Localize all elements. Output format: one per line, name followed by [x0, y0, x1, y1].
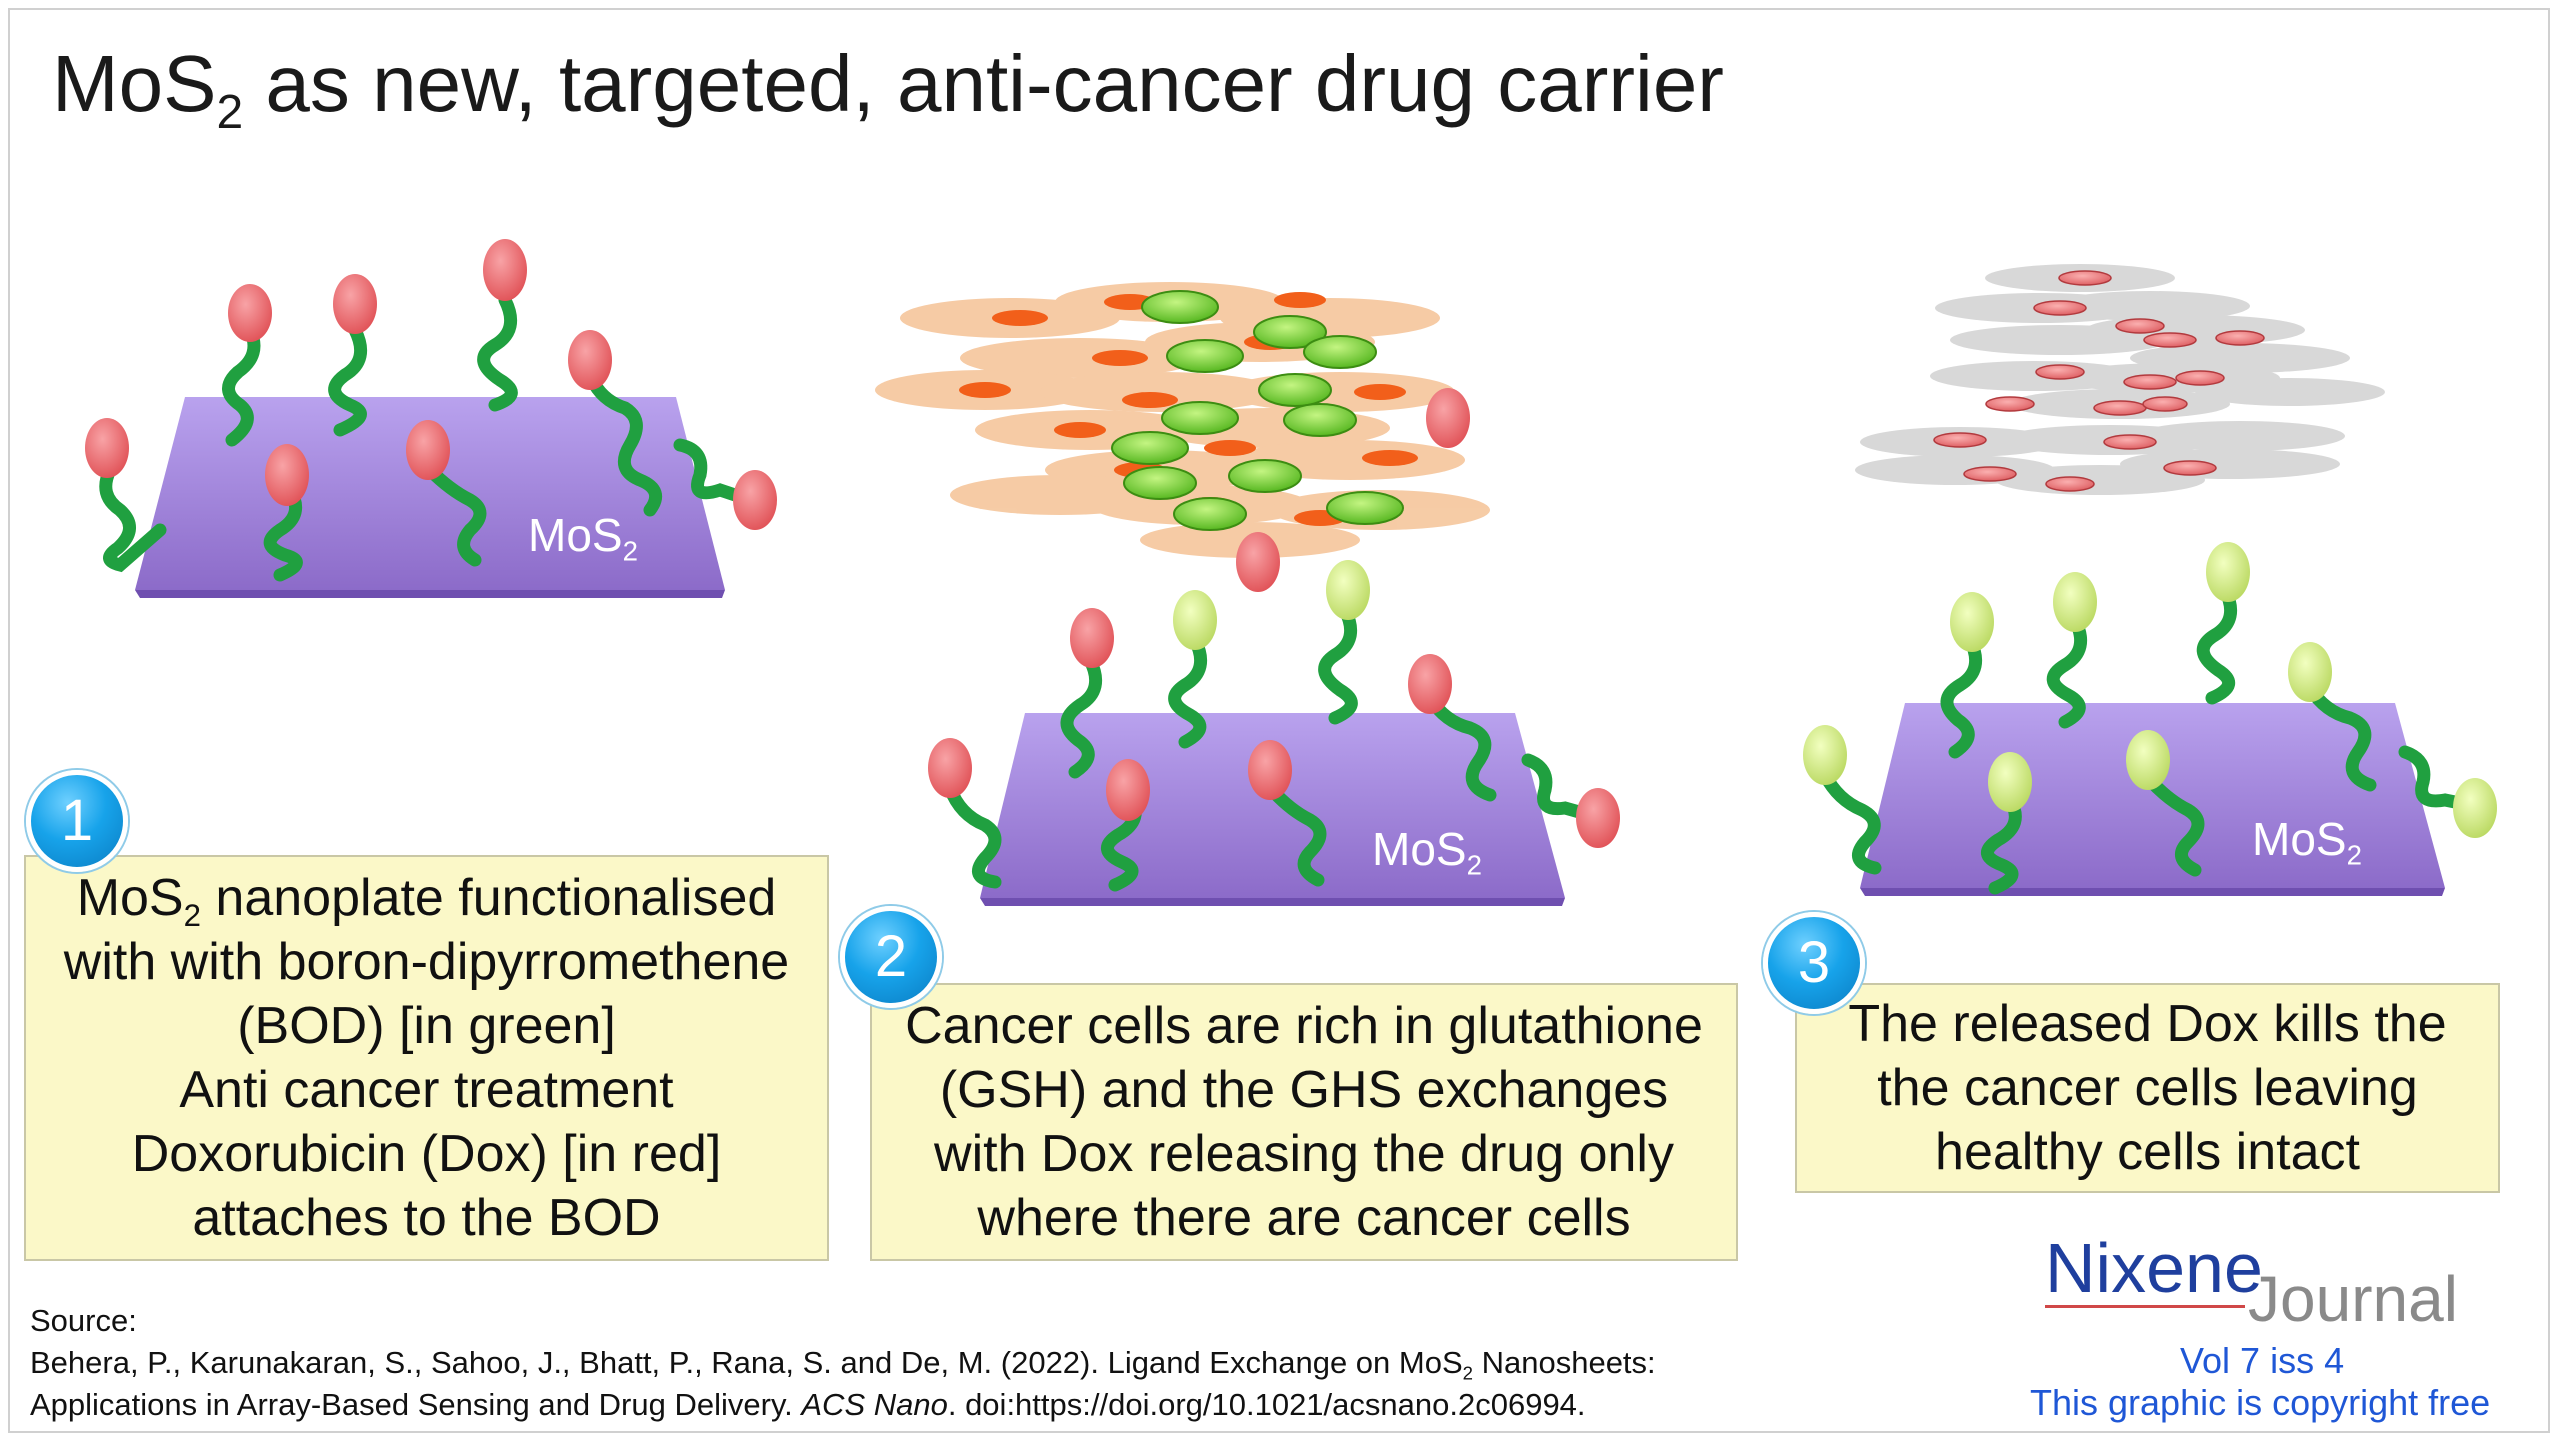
- step-2-badge: 2: [840, 906, 942, 1008]
- step-2-line-1: Cancer cells are rich in glutathione: [905, 997, 1703, 1055]
- cancer-cells-cluster: [875, 282, 1490, 558]
- plate-2-label: MoS2: [1372, 823, 1482, 881]
- plate-3-label: MoS2: [2252, 813, 2362, 871]
- source-citation: Source: Behera, P., Karunakaran, S., Sah…: [30, 1300, 1656, 1426]
- brand-volume: Vol 7 iss 4: [2180, 1340, 2345, 1381]
- step-1-line-1: MoS2 nanoplate functionalised: [76, 869, 777, 933]
- released-dox: [1236, 388, 1470, 592]
- step-1-line-5: Doxorubicin (Dox) [in red]: [131, 1125, 722, 1183]
- step-2-box: Cancer cells are rich in glutathione (GS…: [870, 983, 1738, 1261]
- molecules-plate-2: [928, 560, 1620, 848]
- step-2-line-3: with Dox releasing the drug only: [934, 1125, 1674, 1183]
- dox-molecules-plate-1: [85, 239, 777, 530]
- brand-underline: [2045, 1305, 2245, 1308]
- step-3-line-3: healthy cells intact: [1935, 1123, 2360, 1181]
- step-3-line-1: The released Dox kills the: [1848, 995, 2447, 1053]
- step-1-line-3: (BOD) [in green]: [237, 997, 616, 1055]
- step-2-line-2: (GSH) and the GHS exchanges: [939, 1061, 1669, 1119]
- step-3-line-2: the cancer cells leaving: [1877, 1059, 2418, 1117]
- linkers-plate-3: [1818, 583, 2477, 895]
- step-1-badge: 1: [26, 770, 128, 872]
- source-line-2: Applications in Array-Based Sensing and …: [30, 1387, 1586, 1422]
- brand-logo-journal: Journal: [2248, 1263, 2458, 1335]
- bod-molecules-plate-3: [1803, 542, 2497, 838]
- copyright-note: This graphic is copyright free: [2030, 1382, 2491, 1423]
- page-title: MoS2 as new, targeted, anti-cancer drug …: [52, 39, 1724, 139]
- step-2-line-4: where there are cancer cells: [977, 1189, 1631, 1247]
- step-3-box: The released Dox kills the the cancer ce…: [1795, 983, 2500, 1193]
- step-1-line-4: Anti cancer treatment: [179, 1061, 674, 1119]
- dead-cells-cluster: [1855, 264, 2385, 495]
- source-label: Source:: [30, 1303, 137, 1338]
- linkers-plate-1: [99, 293, 757, 582]
- slide-frame: [8, 8, 2550, 1433]
- step-1-box: MoS2 nanoplate functionalised with with …: [24, 855, 829, 1261]
- step-1-line-2: with with boron-dipyrromethene: [63, 933, 790, 991]
- plate-1-label: MoS2: [528, 509, 638, 567]
- step-3-badge: 3: [1763, 912, 1865, 1014]
- source-line-1: Behera, P., Karunakaran, S., Sahoo, J., …: [30, 1345, 1656, 1384]
- brand-logo-nixene: Nixene: [2045, 1229, 2263, 1307]
- step-1-line-6: attaches to the BOD: [192, 1189, 661, 1247]
